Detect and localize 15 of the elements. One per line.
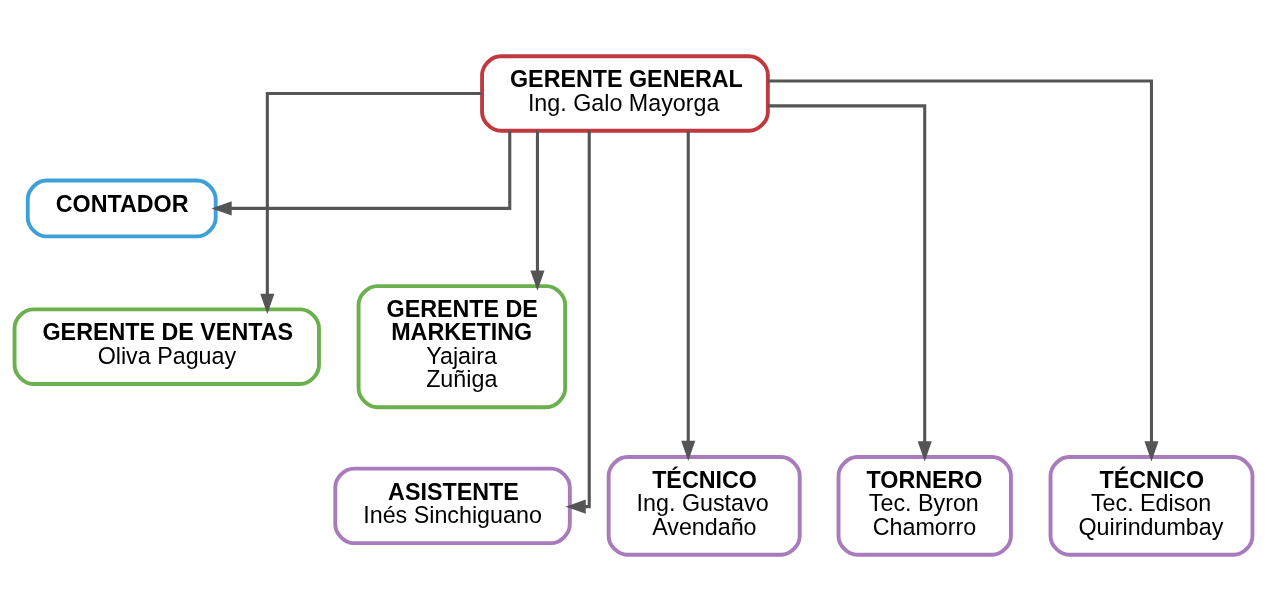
node-box: GERENTE GENERAL Ing. Galo Mayorga bbox=[480, 53, 770, 133]
node-box: CONTADOR bbox=[25, 178, 218, 238]
arrow bbox=[565, 130, 591, 514]
arrow bbox=[768, 79, 1159, 461]
arrow bbox=[681, 130, 696, 461]
node-box: ASISTENTE Inés Sinchiguano bbox=[333, 466, 572, 545]
arrow bbox=[260, 91, 482, 314]
arrow bbox=[211, 130, 512, 215]
arrow bbox=[768, 103, 932, 462]
node-box: GERENTE DE VENTAS Oliva Paguay bbox=[12, 306, 321, 386]
node-box: GERENTE DE MARKETING Yajaira Zuñiga bbox=[356, 283, 568, 409]
node-box: TORNERO Tec. Byron Chamorro bbox=[836, 454, 1013, 557]
node-box: TÉCNICO Ing. Gustavo Avendaño bbox=[606, 454, 802, 557]
node-box: TÉCNICO Tec. Edison Quirindumbay bbox=[1048, 454, 1255, 557]
arrow bbox=[530, 130, 545, 291]
